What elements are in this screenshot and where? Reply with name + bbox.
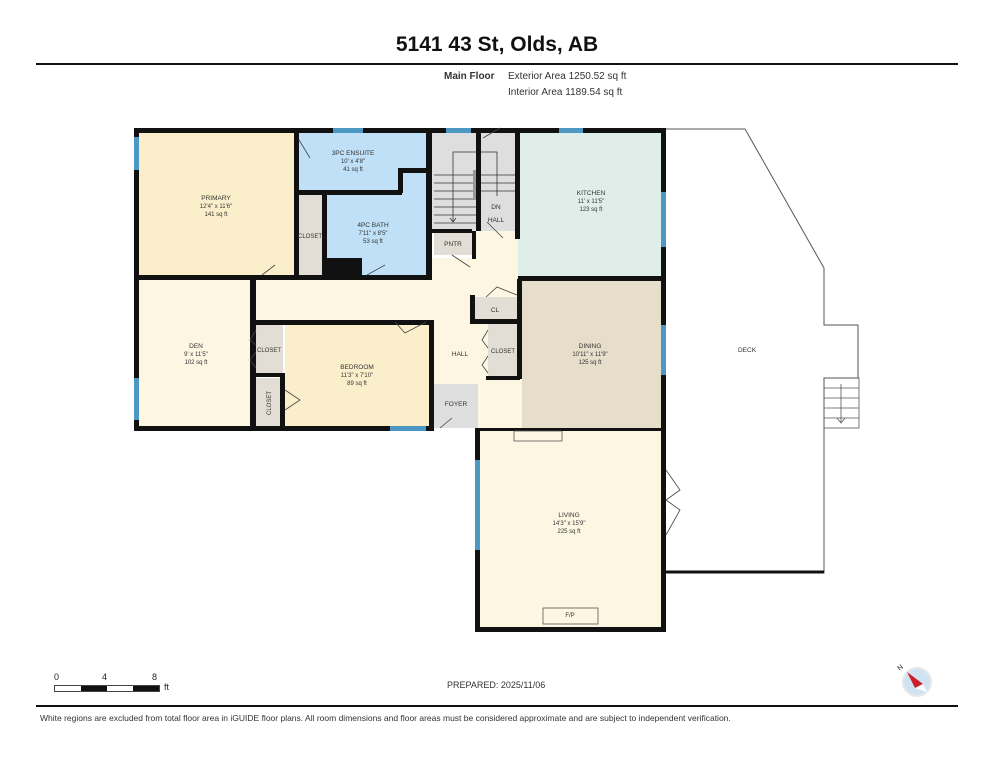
svg-text:11' x 11'5": 11' x 11'5" <box>578 199 605 205</box>
room-living <box>478 430 662 628</box>
label-hall: HALL <box>452 351 469 358</box>
label-closet-primary: CLOSET <box>298 234 322 240</box>
scale-tick-4: 4 <box>102 672 108 682</box>
svg-text:141 sq ft: 141 sq ft <box>204 212 227 218</box>
svg-text:PRIMARY: PRIMARY <box>201 195 231 202</box>
svg-text:3PC ENSUITE: 3PC ENSUITE <box>332 150 375 157</box>
interior-area: Interior Area 1189.54 sq ft <box>508 87 623 98</box>
svg-text:DINING: DINING <box>579 343 602 350</box>
svg-text:BEDROOM: BEDROOM <box>340 364 374 371</box>
svg-text:DEN: DEN <box>189 343 203 350</box>
svg-text:N: N <box>897 664 905 673</box>
svg-text:10' x 4'8": 10' x 4'8" <box>341 159 365 165</box>
interior-stairs <box>434 151 515 224</box>
label-bedroom: BEDROOM 11'3" x 7'10" 89 sq ft <box>340 364 374 387</box>
disclaimer-text: White regions are excluded from total fl… <box>40 713 731 723</box>
label-cl: CL <box>491 307 500 314</box>
scale-tick-8: 8 <box>152 672 158 682</box>
header-divider <box>36 63 958 65</box>
label-deck: DECK <box>738 347 757 354</box>
label-closet-den: CLOSET <box>257 348 281 354</box>
area-summary: Main Floor Exterior Area 1250.52 sq ft In… <box>444 69 626 101</box>
scale-tick-0: 0 <box>54 672 60 682</box>
closet-primary <box>297 193 324 278</box>
svg-text:11'3" x 7'10": 11'3" x 7'10" <box>341 373 373 379</box>
svg-text:7'11" x 8'5": 7'11" x 8'5" <box>358 231 387 237</box>
footer-divider <box>36 705 958 707</box>
prepared-date: PREPARED: 2025/11/06 <box>447 680 546 690</box>
exterior-area: Exterior Area 1250.52 sq ft <box>508 71 627 82</box>
closet-cl <box>473 297 517 322</box>
label-foyer: FOYER <box>445 401 468 408</box>
label-dn: DN <box>491 204 501 211</box>
deck-area <box>663 128 859 574</box>
label-kitchen: KITCHEN 11' x 11'5" 123 sq ft <box>577 190 606 213</box>
fireplace <box>542 607 599 625</box>
walls <box>134 128 666 632</box>
floor-label: Main Floor <box>444 71 495 82</box>
page-title: 5141 43 St, Olds, AB <box>395 33 599 56</box>
svg-text:102 sq ft: 102 sq ft <box>184 360 207 366</box>
scale-bar: 0 4 8 ft <box>54 672 169 692</box>
svg-text:53 sq ft: 53 sq ft <box>363 239 383 245</box>
compass-icon: N <box>897 664 932 697</box>
svg-text:4PC BATH: 4PC BATH <box>357 222 389 229</box>
svg-text:41 sq ft: 41 sq ft <box>343 167 363 173</box>
room-dining <box>522 281 662 430</box>
svg-text:125 sq ft: 125 sq ft <box>578 360 601 366</box>
svg-text:14'3" x 15'9": 14'3" x 15'9" <box>553 521 586 527</box>
svg-text:10'11" x 11'9": 10'11" x 11'9" <box>572 352 607 358</box>
closet-bedroom <box>256 378 283 428</box>
svg-text:LIVING: LIVING <box>558 512 579 519</box>
label-ensuite: 3PC ENSUITE 10' x 4'8" 41 sq ft <box>332 150 375 173</box>
kitchen-island <box>513 430 563 442</box>
windows <box>134 128 666 550</box>
doors <box>249 127 681 536</box>
label-closet-hall: CLOSET <box>491 349 515 355</box>
label-living: LIVING 14'3" x 15'9" 225 sq ft <box>553 512 586 535</box>
deck-stairs <box>823 377 860 429</box>
svg-text:9' x 11'5": 9' x 11'5" <box>184 352 208 358</box>
room-pntr <box>434 233 472 255</box>
svg-text:225 sq ft: 225 sq ft <box>557 529 580 535</box>
room-bath <box>324 170 426 278</box>
room-den <box>137 280 252 428</box>
svg-text:89 sq ft: 89 sq ft <box>347 381 367 387</box>
label-closet-bedroom: CLOSET <box>267 391 273 415</box>
scale-unit: ft <box>164 682 170 692</box>
label-dn-hall: HALL <box>488 217 505 224</box>
label-primary: PRIMARY 12'4" x 11'6" 141 sq ft <box>200 195 232 218</box>
label-dining: DINING 10'11" x 11'9" 125 sq ft <box>572 343 607 366</box>
closet-hall <box>488 324 517 376</box>
room-primary <box>137 131 297 278</box>
label-fireplace: F/P <box>565 613 574 619</box>
room-kitchen <box>518 131 662 279</box>
room-foyer <box>434 384 478 428</box>
label-pntr: PNTR <box>444 241 462 248</box>
room-hall <box>256 231 522 430</box>
svg-text:123 sq ft: 123 sq ft <box>579 207 602 213</box>
label-den: DEN 9' x 11'5" 102 sq ft <box>184 343 208 366</box>
room-bedroom <box>285 322 432 428</box>
closet-den <box>256 325 283 375</box>
svg-text:12'4" x 11'6": 12'4" x 11'6" <box>200 204 232 210</box>
svg-text:KITCHEN: KITCHEN <box>577 190 606 197</box>
label-bath: 4PC BATH 7'11" x 8'5" 53 sq ft <box>357 222 389 245</box>
